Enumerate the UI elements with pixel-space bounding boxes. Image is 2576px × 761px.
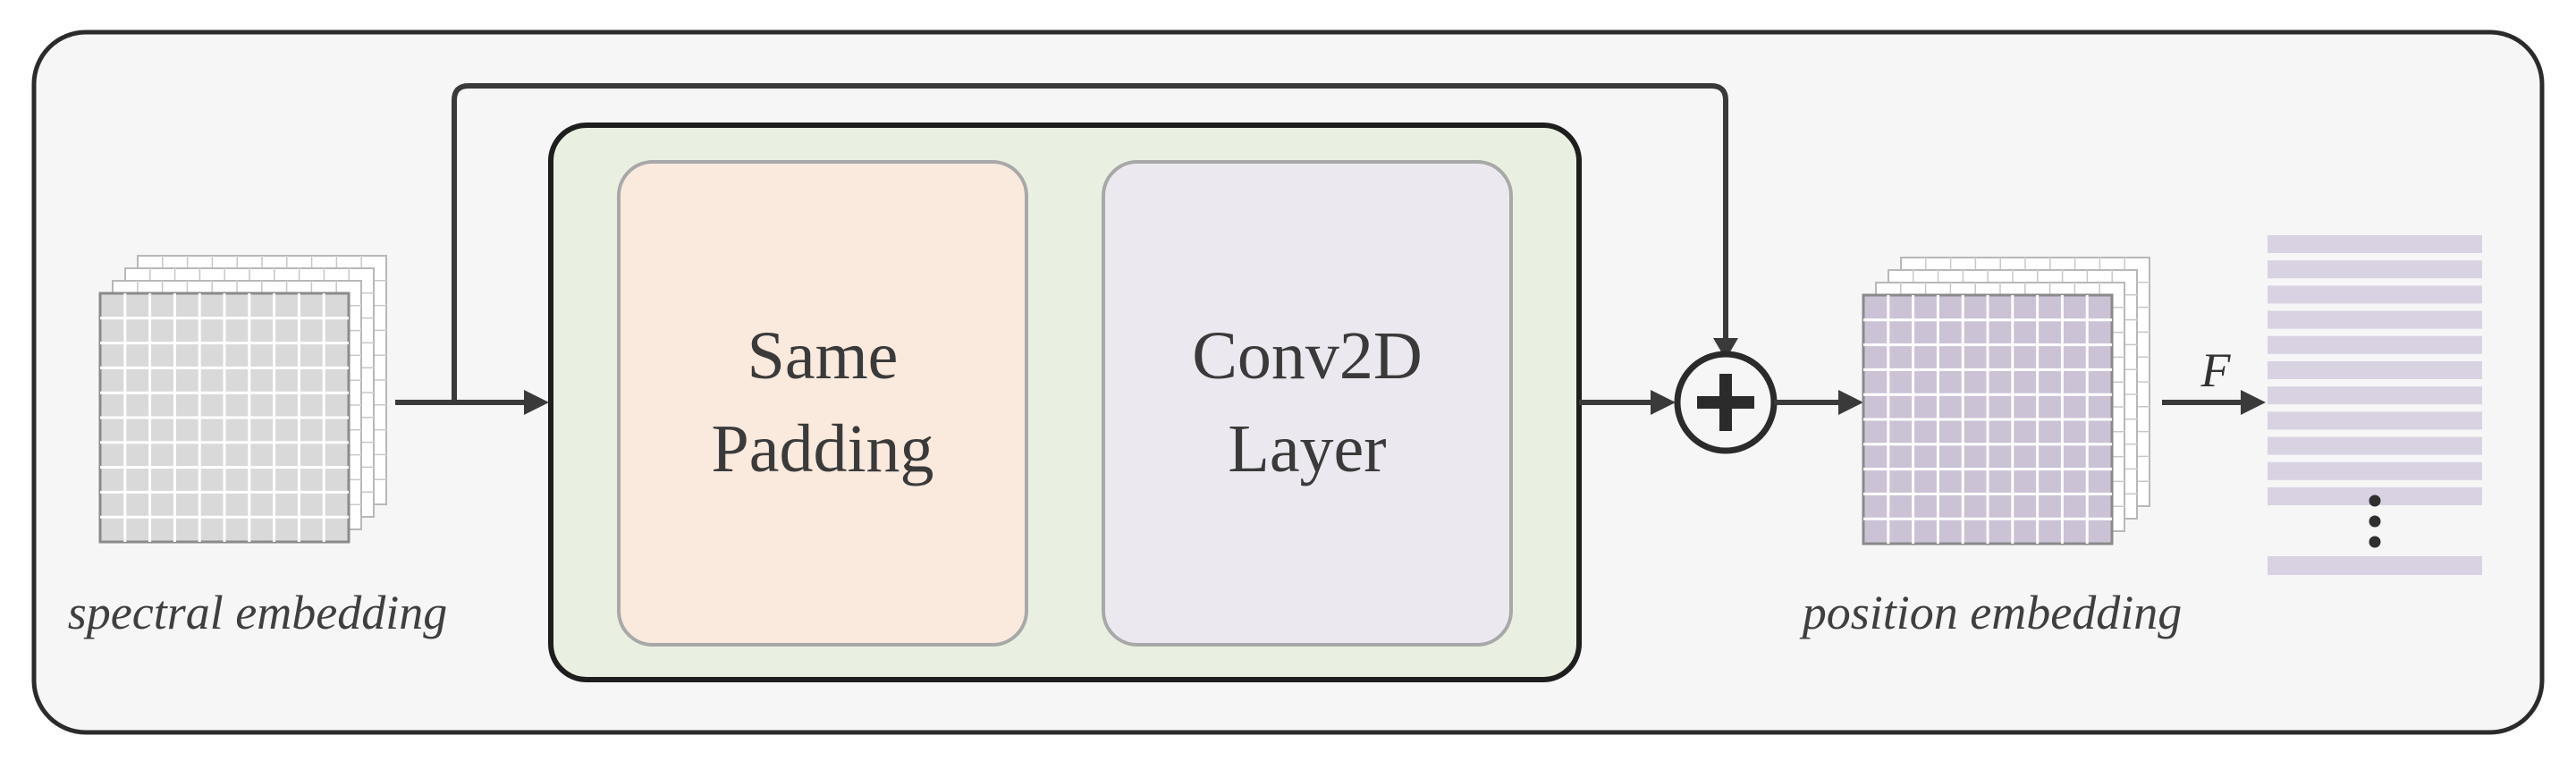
- token-bar: [2268, 386, 2482, 405]
- token-bar: [2268, 235, 2482, 253]
- token-bar: [2268, 436, 2482, 455]
- token-bar: [2268, 361, 2482, 379]
- skip-connection-arrow: [452, 83, 1728, 402]
- module-arrowhead: [1651, 390, 1676, 415]
- skip-arrowhead: [1713, 338, 1738, 359]
- token-sequence: [2268, 235, 2482, 505]
- same-padding-block: [617, 160, 1028, 647]
- ellipsis-dots: [2369, 495, 2381, 548]
- flatten-label: F: [2200, 343, 2232, 397]
- spectral-grid-layer-4: [98, 292, 351, 544]
- spectral-embedding-caption: spectral embedding: [68, 586, 447, 639]
- token-bar: [2268, 411, 2482, 430]
- position-embedding-caption: position embedding: [1799, 586, 2182, 639]
- token-bar: [2268, 335, 2482, 354]
- same-padding-label-line2: Padding: [711, 411, 933, 486]
- adder-arrowhead: [1838, 390, 1863, 415]
- token-bar-last: [2268, 556, 2482, 575]
- conv2d-label-line2: Layer: [1228, 411, 1386, 486]
- input-arrowhead: [524, 390, 549, 415]
- token-bar: [2268, 310, 2482, 329]
- position-embedding-stack: [1862, 257, 2150, 545]
- spectral-embedding-stack: [98, 255, 387, 544]
- token-bar: [2268, 285, 2482, 304]
- conv2d-layer-block: [1102, 160, 1513, 647]
- flatten-arrowhead: [2241, 390, 2266, 415]
- token-bar: [2268, 260, 2482, 279]
- add-icon: [1674, 351, 1778, 454]
- same-padding-label-line1: Same: [747, 318, 899, 393]
- token-bar: [2268, 461, 2482, 480]
- position-grid-layer-4: [1862, 293, 2114, 545]
- conv2d-label-line1: Conv2D: [1192, 318, 1423, 393]
